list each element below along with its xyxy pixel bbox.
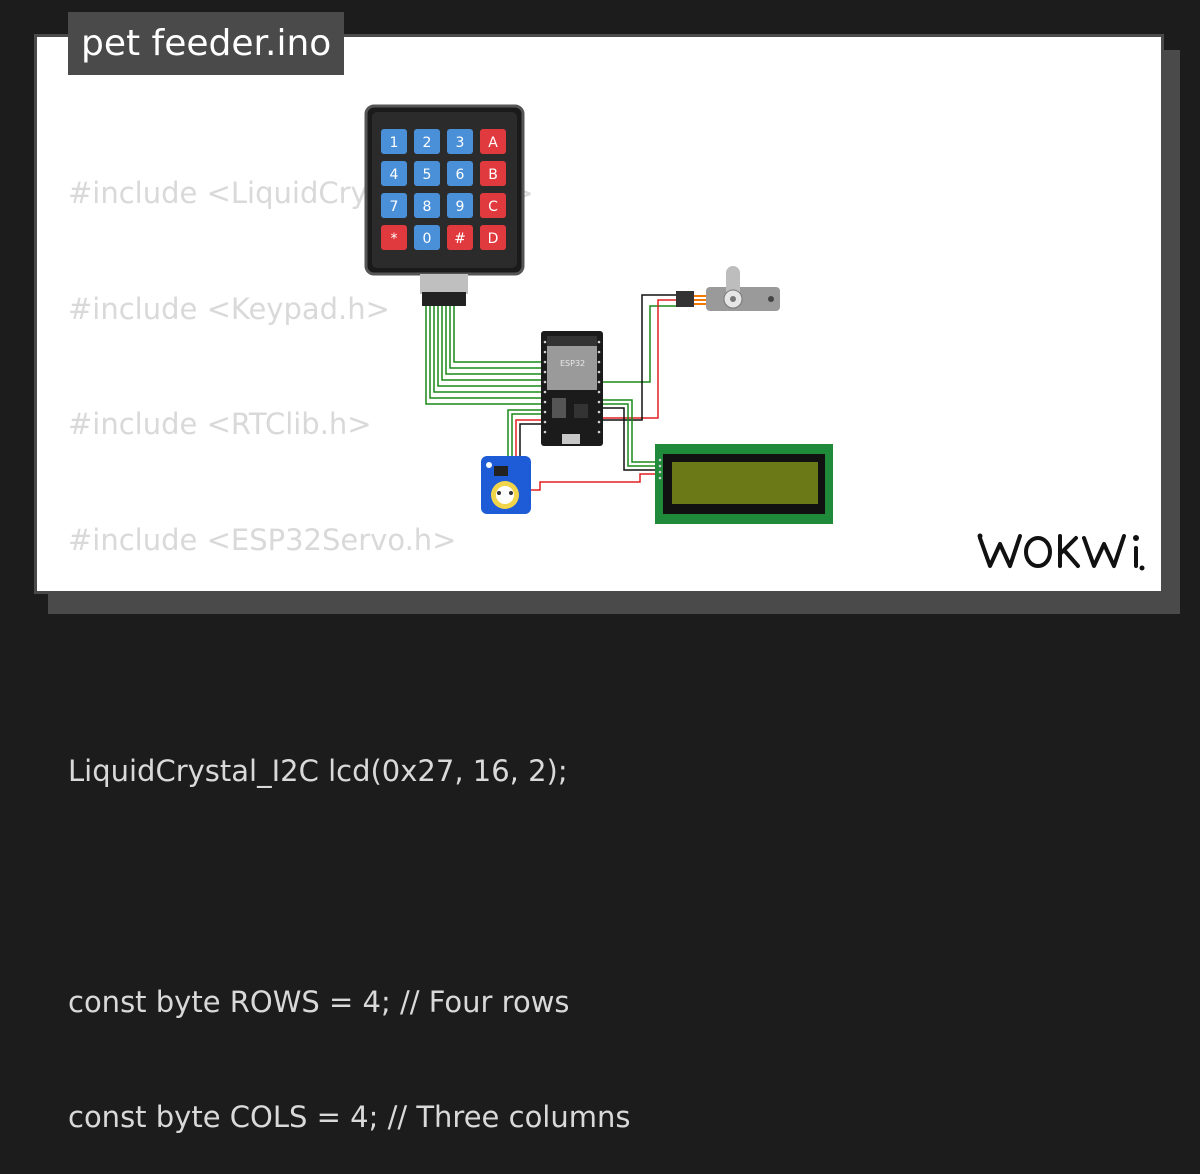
key-0 bbox=[414, 225, 440, 250]
servo-wires bbox=[600, 294, 680, 421]
key-9 bbox=[447, 193, 473, 218]
key-2 bbox=[414, 129, 440, 154]
key-8 bbox=[414, 193, 440, 218]
key-1-label: 1 bbox=[390, 135, 399, 151]
code-line bbox=[68, 861, 630, 909]
code-line: #include <ESP32Servo.h> bbox=[68, 522, 457, 557]
key-1 bbox=[381, 129, 407, 154]
esp32-board: ESP32 bbox=[541, 331, 603, 446]
circuit-diagram: 1 2 3 A 4 5 6 B 7 8 9 C bbox=[364, 104, 833, 524]
code-line bbox=[68, 630, 630, 678]
wokwi-logo bbox=[977, 533, 1145, 571]
key-3 bbox=[447, 129, 473, 154]
key-a bbox=[480, 129, 506, 154]
preview-card bbox=[34, 34, 1164, 594]
keypad-wires bbox=[425, 305, 545, 405]
key-d-label: D bbox=[488, 231, 499, 247]
key-4 bbox=[381, 161, 407, 186]
key-d bbox=[480, 225, 506, 250]
key-a-label: A bbox=[488, 135, 498, 151]
key-8-label: 8 bbox=[423, 199, 432, 215]
esp32-label: ESP32 bbox=[560, 359, 585, 368]
peripheral-wires bbox=[507, 399, 658, 491]
key-c-label: C bbox=[488, 199, 498, 215]
key-star-label: * bbox=[391, 231, 398, 247]
keypad-row-1: 1 2 3 A bbox=[381, 129, 506, 154]
key-7-label: 7 bbox=[390, 199, 399, 215]
code-line: const byte COLS = 4; // Three columns bbox=[68, 1100, 631, 1134]
key-c bbox=[480, 193, 506, 218]
key-6 bbox=[447, 161, 473, 186]
key-5-label: 5 bbox=[423, 167, 432, 183]
code-line: const byte ROWS = 4; // Four rows bbox=[68, 984, 570, 1019]
key-hash bbox=[447, 225, 473, 250]
lcd-display bbox=[655, 444, 833, 524]
key-2-label: 2 bbox=[423, 135, 432, 151]
code-line: #include <RTClib.h> bbox=[68, 407, 372, 441]
key-b bbox=[480, 161, 506, 186]
keypad-row-2: 4 5 6 B bbox=[381, 161, 506, 186]
keypad: 1 2 3 A 4 5 6 B 7 8 9 C bbox=[364, 104, 525, 306]
key-hash-label: # bbox=[454, 231, 466, 247]
keypad-ribbon bbox=[420, 274, 468, 294]
project-title: pet feeder.ino bbox=[68, 12, 345, 75]
code-line: #include <Keypad.h> bbox=[68, 291, 390, 326]
key-9-label: 9 bbox=[456, 199, 465, 215]
key-4-label: 4 bbox=[390, 167, 399, 183]
key-star bbox=[381, 225, 407, 250]
code-line: LiquidCrystal_I2C lcd(0x27, 16, 2); bbox=[68, 753, 568, 788]
key-0-label: 0 bbox=[423, 231, 432, 247]
rtc-module bbox=[481, 456, 531, 514]
keypad-row-4: * 0 # D bbox=[381, 225, 506, 250]
key-b-label: B bbox=[488, 167, 498, 183]
key-7 bbox=[381, 193, 407, 218]
key-5 bbox=[414, 161, 440, 186]
key-6-label: 6 bbox=[456, 167, 465, 183]
key-3-label: 3 bbox=[456, 135, 465, 151]
keypad-connector bbox=[422, 292, 466, 306]
servo-motor bbox=[676, 266, 780, 311]
keypad-row-3: 7 8 9 C bbox=[381, 193, 506, 218]
